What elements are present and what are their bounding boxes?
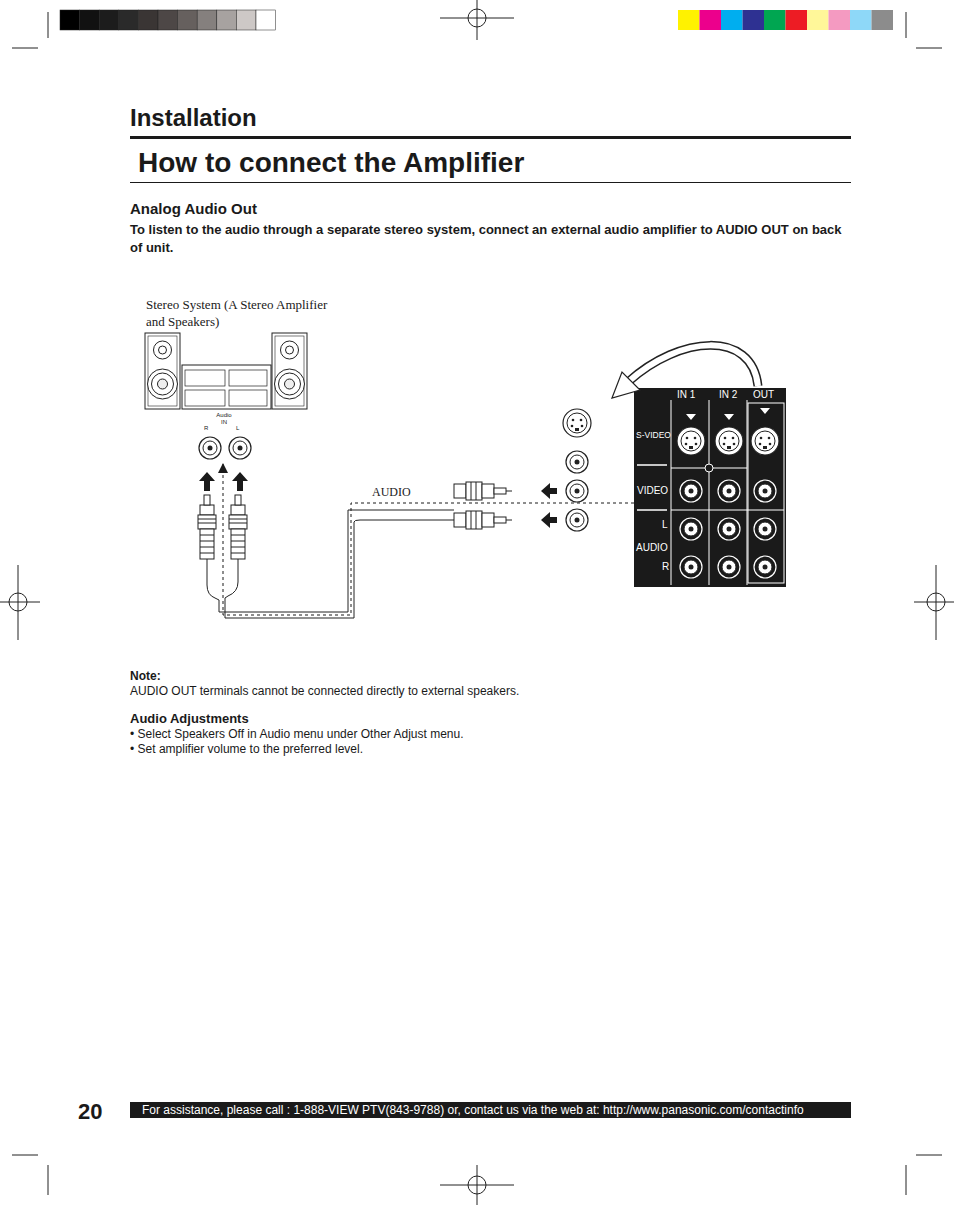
- jack-label: R: [204, 425, 208, 432]
- sub-heading: Analog Audio Out: [130, 200, 257, 218]
- node-text: R: [662, 561, 669, 573]
- bullet-text: • Select Speakers Off in Audio menu unde…: [130, 727, 464, 741]
- node-text: OUT: [753, 389, 774, 401]
- edge-label: AUDIO: [370, 485, 413, 499]
- note-text: AUDIO OUT terminals cannot be connected …: [130, 684, 519, 698]
- page-title: How to connect the Amplifier: [138, 146, 524, 180]
- section-heading: Installation: [130, 104, 257, 133]
- jack-label: L: [236, 425, 239, 432]
- sub-heading: Audio Adjustments: [130, 711, 249, 727]
- footer-text: For assistance, please call : 1-888-VIEW…: [142, 1102, 804, 1118]
- page-number: 20: [78, 1099, 102, 1125]
- intro-text: To listen to the audio through a separat…: [130, 221, 852, 257]
- node-text: IN 1: [677, 389, 695, 401]
- note-heading: Note:: [130, 669, 161, 683]
- node-text: IN 2: [719, 389, 737, 401]
- node-text: L: [662, 519, 668, 531]
- jack-label: Audio IN: [213, 412, 235, 426]
- node-text: AUDIO: [636, 542, 668, 554]
- node-text: Stereo System (A Stereo Amplifier and Sp…: [146, 296, 346, 330]
- audio-cable: [223, 464, 634, 615]
- bullet-text: • Set amplifier volume to the preferred …: [130, 742, 363, 756]
- node-text: VIDEO: [637, 485, 668, 497]
- stereo-system: Stereo System (A Stereo Amplifier and Sp…: [143, 294, 343, 464]
- node-text: S-VIDEO: [636, 430, 671, 440]
- back-panel: IN 1 IN 2 OUT S-VIDEO VIDEO L AUDIO R: [634, 388, 786, 587]
